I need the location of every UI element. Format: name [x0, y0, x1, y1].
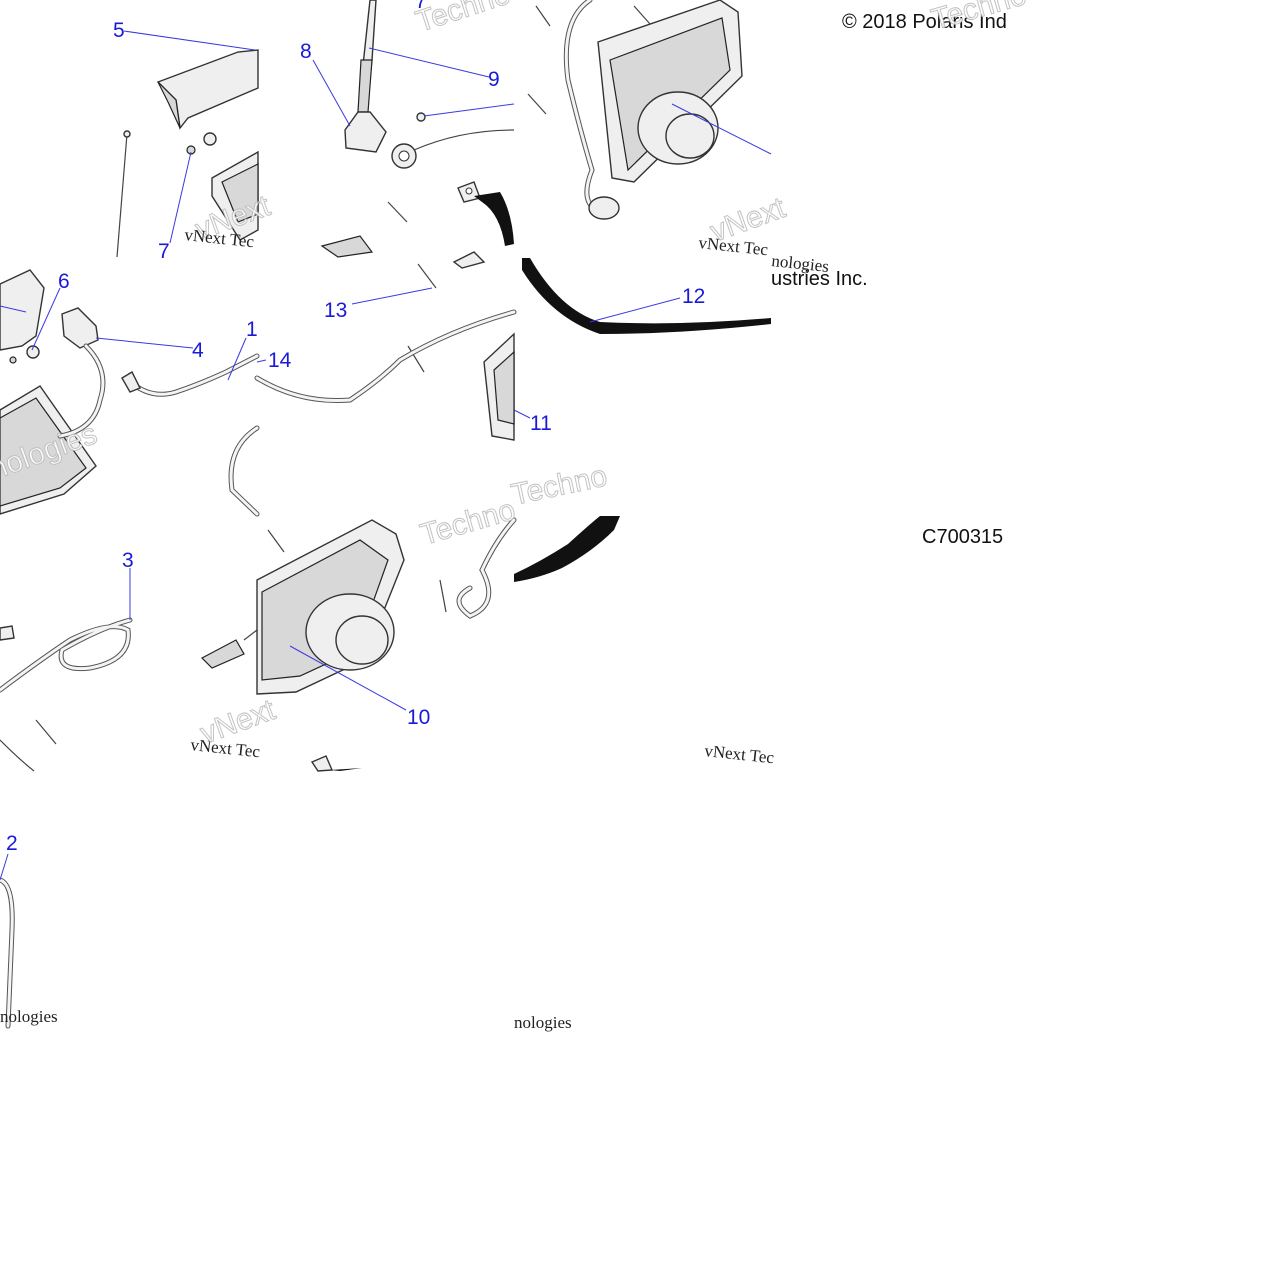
watermark-7: nologies	[514, 1013, 572, 1032]
harness-part-3	[0, 617, 133, 772]
screw-part-lower	[35, 719, 57, 745]
strap-part-12-top	[457, 181, 514, 246]
callout-3: 3	[122, 549, 134, 572]
callout-13: 13	[324, 299, 347, 322]
antenna-part-9	[344, 0, 387, 153]
drawing-number: C700315	[922, 526, 1003, 548]
connector-part	[320, 235, 374, 258]
nut-part-9	[416, 112, 426, 122]
copyright-text: © 2018 Polaris Ind	[842, 11, 1007, 33]
connector-part-4	[61, 307, 99, 349]
callout-8: 8	[300, 40, 312, 63]
speaker-edge-part-11	[483, 332, 515, 441]
watermark-outline-2: Techno	[412, 0, 514, 39]
antenna-cable-part-1	[121, 353, 260, 517]
part-2	[0, 877, 15, 1029]
callout-6: 6	[58, 270, 70, 293]
strap-part-12	[522, 258, 771, 334]
callout-11: 11	[530, 412, 552, 435]
rod-part	[116, 130, 131, 258]
callout-10: 10	[407, 706, 430, 729]
speaker-wire-top	[563, 0, 620, 220]
strap-part-12-end	[514, 516, 620, 582]
callout-7-lower: 7	[158, 240, 170, 263]
strap-part-12-lower	[310, 755, 362, 772]
screw-part-13	[407, 263, 437, 373]
watermark-5: vNext Tec	[704, 741, 776, 767]
speaker-part-11	[597, 0, 743, 183]
bracket-part-6	[0, 269, 45, 351]
module-harness	[57, 343, 106, 439]
ground-eyelet	[391, 129, 515, 169]
speaker-part-10	[256, 519, 405, 695]
callout-9: 9	[488, 68, 500, 91]
callout-7-upper: 7	[415, 0, 427, 13]
speaker-screw	[267, 529, 285, 553]
speaker-wire-lower	[439, 517, 517, 619]
nut-part-6a	[186, 132, 217, 155]
screws-part-top	[527, 5, 651, 115]
module-part-top	[211, 150, 259, 241]
callout-4: 4	[192, 339, 204, 362]
speaker-cable-part-14	[254, 309, 517, 403]
nut-part-6b	[9, 345, 40, 364]
callout-12: 12	[682, 285, 705, 308]
watermark-outline-8: Techno	[509, 459, 610, 511]
watermark-outline-7: Techno	[417, 493, 519, 551]
company-text: ustries Inc.	[771, 268, 868, 290]
screw-part	[387, 201, 408, 223]
callout-2: 2	[6, 832, 18, 855]
callout-5: 5	[113, 19, 125, 42]
control-module-part	[0, 385, 97, 515]
callout-1: 1	[246, 318, 258, 341]
bracket-part-5	[156, 49, 259, 130]
plug-part	[201, 629, 258, 669]
watermark-6: nologies	[0, 1007, 58, 1026]
callout-14: 14	[268, 349, 292, 372]
